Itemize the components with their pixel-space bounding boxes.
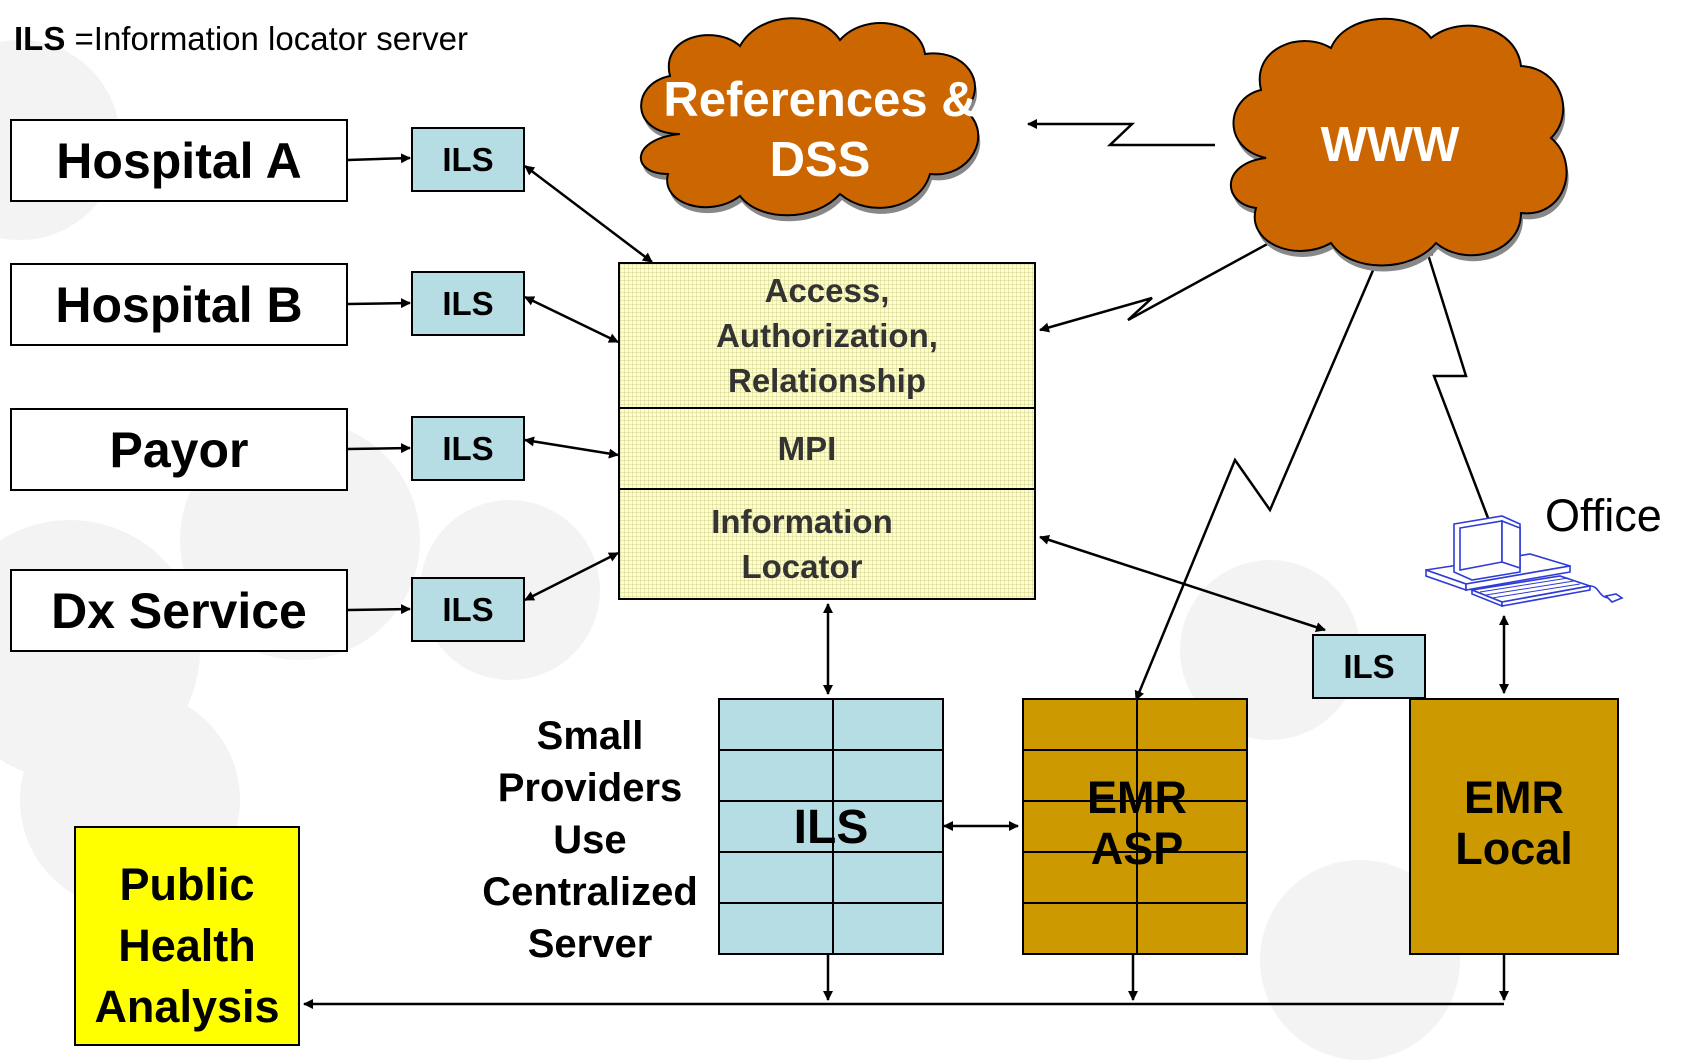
emr-local-label: EMR Local	[1455, 772, 1573, 874]
central-hub: Access, Authorization, Relationship MPI …	[618, 262, 1036, 600]
public-health-box: Public Health Analysis	[74, 826, 300, 1046]
ils-hospital-a-label: ILS	[442, 140, 494, 178]
office-computer-icon	[1425, 515, 1624, 608]
source-hospital-a: Hospital A	[10, 119, 348, 202]
link-www-references	[1027, 119, 1215, 147]
stack-row	[720, 700, 942, 749]
source-dx-service-label: Dx Service	[51, 582, 307, 639]
stack-row	[720, 851, 942, 902]
office-label: Office	[1545, 490, 1662, 541]
source-payor-label: Payor	[109, 421, 249, 478]
arrow-hospital-a-ils	[347, 153, 411, 164]
stack-row	[720, 902, 942, 953]
public-health-label: Public Health Analysis	[94, 859, 280, 1032]
www-cloud	[1229, 17, 1569, 272]
emr-asp-stack: EMR ASP	[1022, 698, 1248, 955]
ils-hospital-b-label: ILS	[442, 284, 494, 322]
stack-row	[1024, 851, 1246, 902]
emr-local-box: EMR Local	[1409, 698, 1619, 955]
stack-divider	[832, 700, 834, 953]
source-dx-service: Dx Service	[10, 569, 348, 652]
hub-access-label: Access, Authorization, Relationship	[716, 272, 938, 399]
ils-dx-service: ILS	[411, 577, 525, 642]
ils-hospital-b: ILS	[411, 271, 525, 336]
link-www-hub	[1039, 234, 1283, 333]
ils-hospital-a: ILS	[411, 127, 525, 192]
legend-definition: =Information locator server	[65, 20, 468, 57]
stack-row	[1024, 700, 1246, 749]
source-hospital-b: Hospital B	[10, 263, 348, 346]
source-hospital-b-label: Hospital B	[55, 276, 303, 333]
link-www-emr-asp	[1134, 267, 1376, 701]
arrow-hub-local-ils	[1039, 535, 1326, 632]
hub-mpi-section: MPI	[620, 409, 1034, 490]
www-label: WWW	[1320, 118, 1460, 172]
stack-row	[720, 800, 942, 851]
source-hospital-a-label: Hospital A	[56, 132, 302, 189]
hub-access-section: Access, Authorization, Relationship	[620, 264, 1034, 409]
arrow-payor-ils	[347, 443, 411, 454]
stack-row	[1024, 902, 1246, 953]
arrow-ils-dx-hub	[524, 551, 619, 602]
arrow-ils-b-hub	[524, 295, 619, 344]
ils-emr-local-label: ILS	[1343, 647, 1395, 685]
arrow-ils-payor-hub	[524, 436, 619, 459]
hub-locator-label: Information Locator	[711, 503, 893, 585]
legend: ILS =Information locator server	[14, 20, 468, 58]
references-cloud	[640, 17, 981, 222]
central-ils-stack: ILS	[718, 698, 944, 955]
hub-mpi-label: MPI	[777, 430, 837, 467]
arrow-dx-ils	[347, 604, 411, 615]
references-label: References & DSS	[663, 73, 977, 187]
ils-emr-local: ILS	[1312, 634, 1426, 699]
legend-abbr: ILS	[14, 20, 66, 57]
stack-divider	[1136, 700, 1138, 953]
ils-dx-service-label: ILS	[442, 590, 494, 628]
arrow-hospital-b-ils	[347, 298, 411, 309]
stack-row	[1024, 800, 1246, 851]
stack-row	[1024, 749, 1246, 800]
ils-payor-label: ILS	[442, 429, 494, 467]
link-office-www	[1423, 247, 1490, 519]
small-providers-label: Small Providers Use Centralized Server	[482, 714, 698, 966]
arrow-ils-a-hub	[524, 165, 653, 263]
stack-row	[720, 749, 942, 800]
source-payor: Payor	[10, 408, 348, 491]
central-ils-label: ILS	[793, 801, 869, 854]
ils-payor: ILS	[411, 416, 525, 481]
hub-locator-section: Information Locator	[620, 490, 1034, 598]
emr-asp-label: EMR ASP	[1087, 772, 1187, 874]
